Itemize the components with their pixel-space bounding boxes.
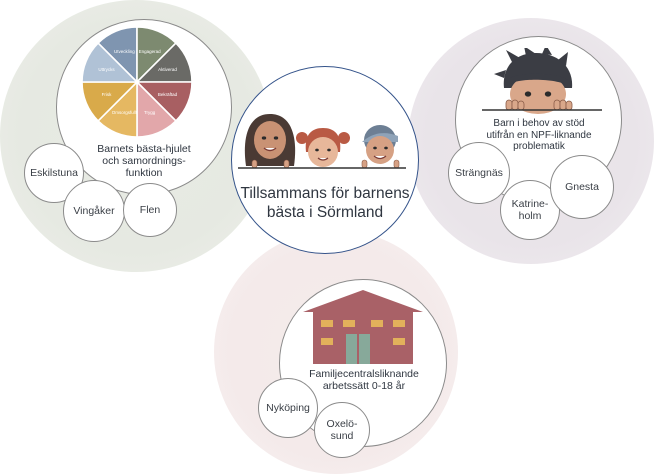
three-children-illustration bbox=[238, 114, 406, 169]
city-vingaker[interactable]: Vingåker bbox=[63, 180, 125, 242]
left-title-line1: Barnets bästa-hjulet bbox=[97, 143, 191, 155]
wheel-segment-label: Engagerad bbox=[139, 49, 162, 54]
wheel-segment-label: Omsorgsfullt bbox=[112, 110, 138, 115]
bottom-title: Familjecentralsliknande arbetssätt 0-18 … bbox=[284, 368, 444, 392]
city-gnesta[interactable]: Gnesta bbox=[550, 155, 614, 219]
city-flen[interactable]: Flen bbox=[123, 183, 177, 237]
city-oxelosund-label: Oxelö- sund bbox=[326, 417, 358, 442]
city-flen-label: Flen bbox=[139, 203, 161, 216]
city-strangnas-label: Strängnäs bbox=[455, 166, 503, 179]
city-strangnas[interactable]: Strängnäs bbox=[448, 142, 510, 204]
wheel-segment-label: Aktiverad bbox=[158, 67, 177, 72]
wheel-segment-label: Frisk bbox=[102, 92, 112, 97]
center-title-line2: bästa i Sörmland bbox=[266, 204, 384, 222]
left-title-line2: och samordnings- bbox=[102, 155, 186, 168]
right-title-line2: utifrån en NPF-liknande bbox=[486, 129, 592, 141]
city-nykoping-label: Nyköping bbox=[266, 401, 310, 414]
city-oxelosund[interactable]: Oxelö- sund bbox=[314, 402, 370, 458]
wheel-segment-label: Uttrycks bbox=[98, 67, 115, 72]
left-title: Barnets bästa-hjulet och samordnings- fu… bbox=[60, 143, 228, 179]
right-title-line3: problematik bbox=[513, 141, 565, 152]
center-title-line1: Tillsammans för barnens bbox=[240, 185, 410, 202]
center-title: Tillsammans för barnens bästa i Sörmland bbox=[236, 184, 414, 223]
bottom-title-line1: Familjecentralsliknande bbox=[309, 368, 419, 380]
wheel-segment bbox=[81, 41, 139, 83]
peeking-child-illustration bbox=[482, 48, 602, 114]
right-title-line1: Barn i behov av stöd bbox=[493, 118, 585, 129]
city-katrineholm-label: Katrine- holm bbox=[511, 197, 549, 222]
wheel-segment-label: Trygg bbox=[144, 110, 156, 115]
house-illustration bbox=[303, 290, 423, 364]
right-title: Barn i behov av stöd utifrån en NPF-likn… bbox=[460, 118, 618, 153]
left-title-line3: funktion bbox=[125, 167, 163, 180]
barnets-basta-wheel: Utveckling EngageradAktiveradBekräftadTry… bbox=[81, 26, 193, 138]
bottom-title-line2: arbetssätt 0-18 år bbox=[322, 380, 406, 393]
city-gnesta-label: Gnesta bbox=[565, 180, 599, 193]
city-eskilstuna-label: Eskilstuna bbox=[30, 166, 78, 179]
wheel-segment-label: Bekräftad bbox=[158, 92, 178, 97]
wheel-segment-label: Utveckling bbox=[114, 49, 135, 54]
city-nykoping[interactable]: Nyköping bbox=[258, 378, 318, 438]
city-vingaker-label: Vingåker bbox=[73, 204, 115, 217]
